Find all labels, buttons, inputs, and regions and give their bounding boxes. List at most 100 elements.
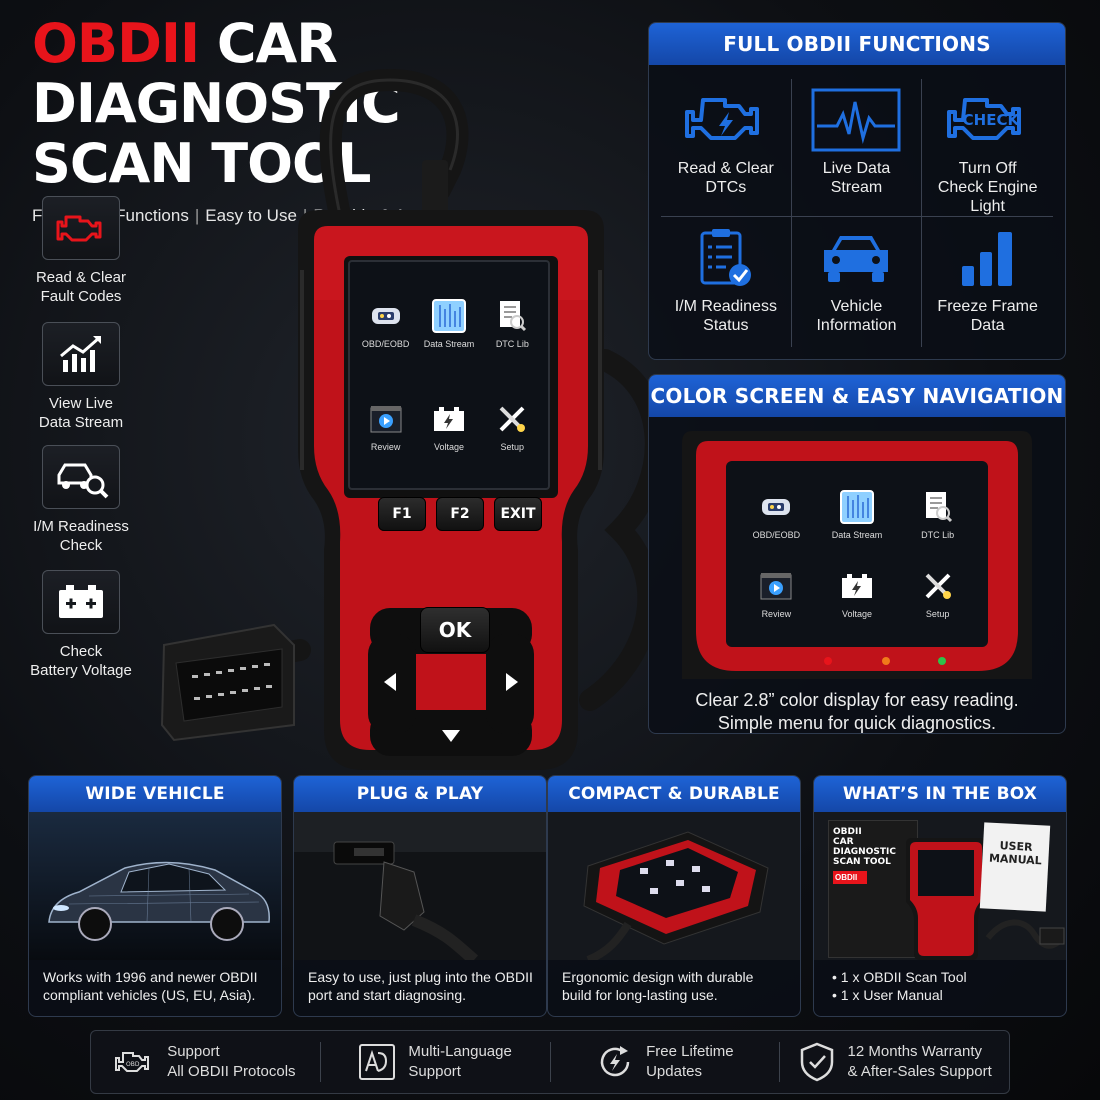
footer-bar: OBD Support All OBDII Protocols Multi-La…: [90, 1030, 1010, 1094]
feature-label: View Live Data Stream: [38, 395, 124, 431]
user-manual: USER MANUAL: [979, 822, 1051, 912]
engine-icon: [56, 215, 102, 242]
card-plug-play: PLUG & PLAY Easy to use, just plug into …: [293, 775, 547, 1017]
screen-closeup: OBD/EOBD Data Stream DTC Lib Review Volt…: [682, 431, 1032, 679]
menu-item-data-stream[interactable]: Data Stream: [417, 272, 480, 375]
closeup-menu-review: Review: [736, 554, 817, 633]
functions-grid: Read & Clear DTCs Live Data Stream CHECK…: [649, 65, 1065, 359]
footer-item-warranty: 12 Months Warranty & After-Sales Support: [779, 1042, 1009, 1082]
function-live-data: Live Data Stream: [791, 79, 923, 217]
function-label: Turn Off Check Engine Light: [937, 160, 1038, 215]
color-screen-panel: COLOR SCREEN & EASY NAVIGATION OBD/EOBD …: [648, 374, 1066, 734]
box-contents-image: OBDII CAR DIAGNOSTIC SCAN TOOL OBDII USE…: [814, 812, 1066, 960]
tagline-separator: |: [194, 206, 200, 225]
f1-button[interactable]: F1: [378, 497, 426, 531]
battery-icon: [59, 585, 103, 618]
menu-item-label: Data Stream: [423, 338, 475, 349]
review-icon: [760, 572, 792, 599]
color-panel-caption: Clear 2.8” color display for easy readin…: [695, 690, 1019, 733]
ok-button[interactable]: OK: [420, 607, 490, 653]
menu-item-label: Voltage: [433, 441, 464, 452]
footer-item-protocols: OBD Support All OBDII Protocols: [91, 1042, 320, 1082]
closeup-menu: OBD/EOBD Data Stream DTC Lib Review Volt…: [732, 465, 982, 643]
closeup-menu-dtc-lib: DTC Lib: [897, 475, 978, 554]
dtc-lib-icon: [925, 491, 952, 522]
card-caption: • 1 x OBDII Scan Tool • 1 x User Manual: [832, 969, 967, 1003]
menu-item-voltage[interactable]: Voltage: [417, 375, 480, 478]
menu-item-label: Setup: [500, 441, 525, 452]
menu-item-label: Review: [370, 441, 401, 452]
title-red: OBDII: [32, 12, 200, 75]
dtc-lib-icon: [495, 299, 529, 333]
footer-text: Multi-Language Support: [408, 1043, 512, 1080]
card-caption: Ergonomic design with durable build for …: [562, 969, 754, 1003]
feature-label: Read & Clear Fault Codes: [35, 269, 127, 305]
function-label: Freeze Frame Data: [937, 298, 1038, 334]
retail-box: OBDII CAR DIAGNOSTIC SCAN TOOL OBDII: [828, 820, 918, 958]
title-line-2: SCAN TOOL: [32, 132, 371, 195]
card-title: WIDE VEHICLE COMPATIBILITY: [29, 776, 281, 840]
clipboard-icon: [700, 229, 751, 286]
closeup-menu-setup: Setup: [897, 554, 978, 633]
coiled-cable: [985, 919, 1065, 949]
obd-icon: [369, 299, 403, 333]
function-freeze-frame: Freeze Frame Data: [922, 217, 1053, 347]
function-label: I/M Readiness Status: [674, 298, 777, 334]
review-icon: [369, 402, 403, 436]
menu-item-label: OBD/EOBD: [361, 338, 410, 349]
closeup-menu-data-stream: Data Stream: [817, 475, 898, 554]
card-compact-design: COMPACT & DURABLE DESIGN Ergonomic desig…: [547, 775, 801, 1017]
device-screen: OBD/EOBD Data Stream DTC Lib Review: [348, 260, 550, 490]
check-badge: CHECK: [962, 111, 1020, 129]
functions-panel: FULL OBDII FUNCTIONS Read & Clear DTCs L…: [648, 22, 1066, 360]
svg-text:OBD: OBD: [126, 1061, 140, 1068]
functions-panel-title: FULL OBDII FUNCTIONS: [649, 23, 1065, 65]
function-label: Read & Clear DTCs: [677, 160, 774, 196]
left-feature-im-readiness: I/M Readiness Check: [20, 445, 142, 555]
bars-icon: [961, 232, 1012, 286]
menu-item-label: DTC Lib: [495, 338, 529, 349]
obd-icon: [762, 498, 791, 515]
plug-in-image: [294, 812, 546, 960]
menu-item-dtc-lib[interactable]: DTC Lib: [481, 272, 544, 375]
tagline-item: Easy to Use: [205, 206, 297, 225]
card-title: PLUG & PLAY: [294, 776, 546, 812]
function-check-engine-light: CHECK Turn Off Check Engine Light: [922, 79, 1053, 217]
f2-button[interactable]: F2: [436, 497, 484, 531]
menu-item-review[interactable]: Review: [354, 375, 417, 478]
car-search-icon: [57, 463, 109, 499]
feature-label: I/M Readiness Check: [33, 518, 129, 554]
menu-item-obd[interactable]: OBD/EOBD: [354, 272, 417, 375]
function-read-clear-dtcs: Read & Clear DTCs: [661, 79, 792, 217]
obd-connector: [160, 623, 295, 742]
box-logo: OBDII: [833, 871, 867, 884]
closeup-menu-voltage: Voltage: [817, 554, 898, 633]
shield-icon: [800, 1042, 833, 1082]
voltage-icon: [841, 573, 872, 598]
exit-button[interactable]: EXIT: [494, 497, 542, 531]
left-feature-battery: Check Battery Voltage: [20, 570, 142, 680]
footer-item-updates: Free Lifetime Updates: [549, 1042, 780, 1082]
scan-tool-device: OBD/EOBD Data Stream DTC Lib Review: [150, 60, 650, 780]
update-icon: [600, 1046, 630, 1077]
function-label: Vehicle Information: [816, 298, 897, 334]
card-caption: Easy to use, just plug into the OBDII po…: [308, 969, 533, 1003]
card-caption: Works with 1996 and newer OBDII complian…: [43, 969, 258, 1003]
feature-icon-box: [42, 445, 120, 509]
function-vehicle-info: Vehicle Information: [792, 217, 923, 347]
setup-icon: [495, 402, 529, 436]
device-angle-image: [548, 812, 800, 960]
closeup-menu-obd: OBD/EOBD: [736, 475, 817, 554]
car-icon: [824, 236, 889, 282]
menu-item-label: OBD/EOBD: [752, 529, 801, 540]
data-stream-icon: [839, 489, 874, 524]
box-label: OBDII CAR DIAGNOSTIC SCAN TOOL: [833, 827, 896, 867]
card-title: WHAT’S IN THE BOX: [814, 776, 1066, 812]
menu-item-label: Voltage: [841, 608, 872, 619]
check-engine-icon: [946, 98, 1021, 140]
boxed-device: [906, 838, 986, 960]
menu-item-setup[interactable]: Setup: [481, 375, 544, 478]
left-feature-live-data: View Live Data Stream: [20, 322, 142, 432]
menu-item-label: Data Stream: [831, 529, 883, 540]
feature-icon-box: [42, 322, 120, 386]
